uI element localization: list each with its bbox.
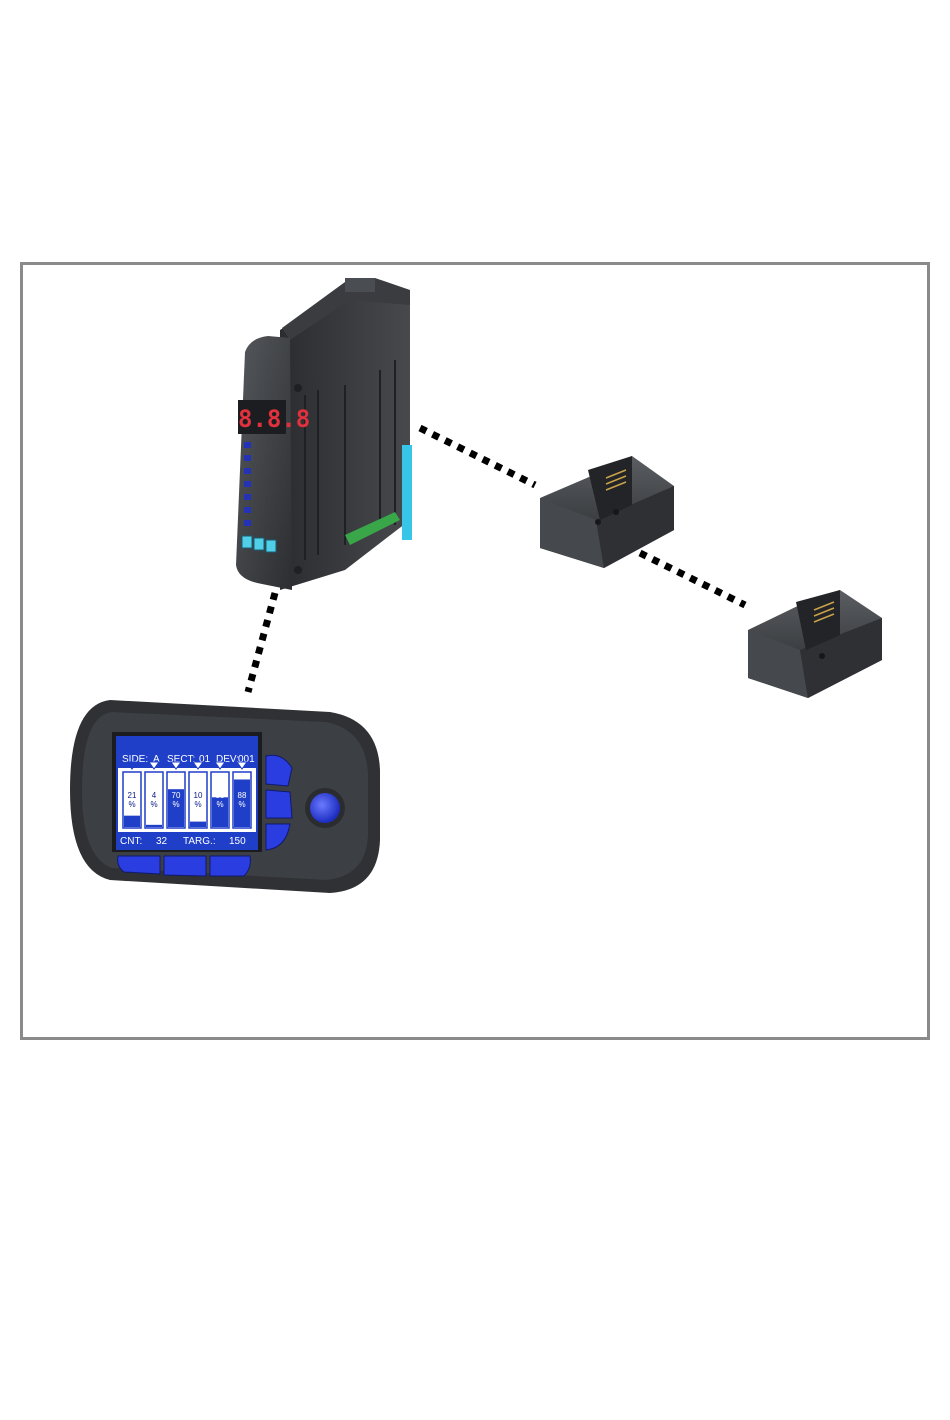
link-controller-sensor-1 [420,428,535,485]
sensor-connector-1 [540,456,674,568]
bar-unit: % [216,800,223,809]
segment-display: 8.8.8 [238,405,310,433]
bottom-button-2 [164,856,206,876]
lcd-targ-label: TARG.: [183,836,216,847]
bar-fill [146,825,162,827]
bar-unit: % [194,800,201,809]
bar-value: 4 [152,791,157,800]
side-button-2 [266,790,292,818]
bar-fill [190,822,206,827]
bar-fill [124,816,140,827]
bar-value: 70 [172,791,181,800]
lcd-sect-label: SECT: [167,754,195,765]
bar-unit: % [238,800,245,809]
bar-unit: % [128,800,135,809]
bottom-button-1 [118,856,160,874]
joystick-knob [305,788,345,828]
bar-value: 21 [128,791,137,800]
bar-unit: % [172,800,179,809]
lcd-cnt-value: 32 [156,836,168,847]
bar-value: 10 [194,791,203,800]
lcd-cnt-label: CNT: [120,836,142,847]
sensor-connector-2 [748,590,882,698]
bar-unit: % [150,800,157,809]
link-controller-handheld [248,593,275,692]
lcd-targ-value: 150 [229,836,246,847]
bottom-button-3 [210,856,250,876]
link-sensor-1-sensor-2 [640,553,745,605]
handheld-lcd: SIDE: A SECT: 01 DEV: 001 21%4%70%10%55%… [116,736,258,850]
bar-value: 88 [238,791,247,800]
bar-value: 55 [216,791,225,800]
din-rail-controller: 8.8.8 [236,278,412,590]
